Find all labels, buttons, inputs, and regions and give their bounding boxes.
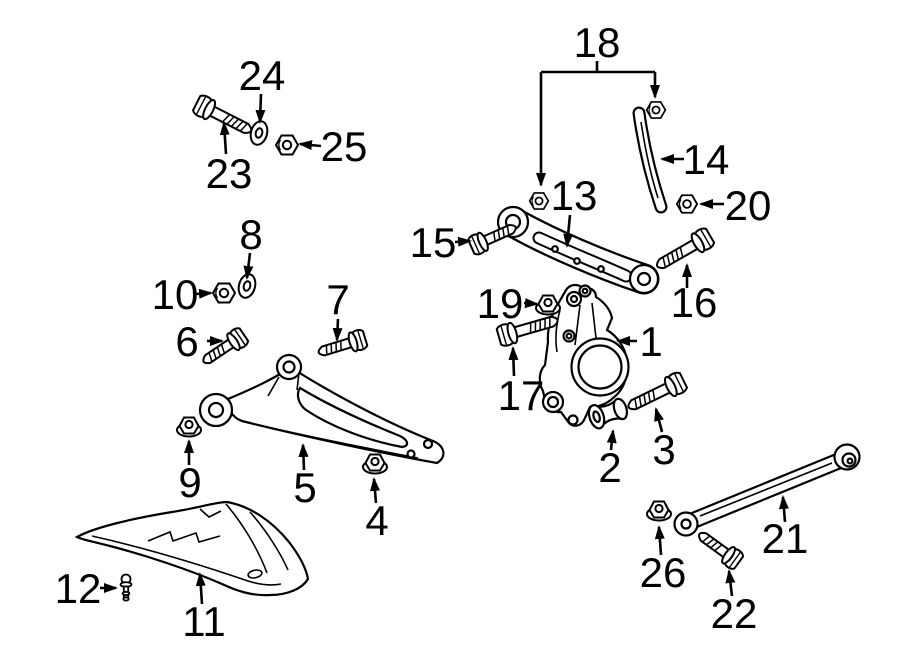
arrow-11	[195, 572, 206, 605]
callout-14: 14	[683, 136, 730, 183]
arrow-5	[298, 443, 309, 471]
arrow-2	[606, 429, 617, 451]
arrow-23	[219, 121, 230, 155]
callout-10: 10	[152, 271, 199, 318]
part-25-nut	[275, 134, 299, 156]
callout-6: 6	[175, 318, 198, 365]
callout-1: 1	[639, 318, 662, 365]
part-2-bushing	[587, 397, 629, 430]
part-18-nut-left	[528, 192, 550, 210]
arrow-3	[654, 407, 664, 433]
arrow-25	[298, 140, 322, 151]
arrow-17	[508, 346, 519, 377]
bracket-18	[541, 61, 655, 74]
arrow-22	[725, 569, 736, 597]
callout-arrows	[100, 61, 789, 605]
callout-5: 5	[293, 464, 316, 511]
arrow-4	[370, 477, 380, 504]
part-10-nut	[212, 282, 236, 304]
callout-18: 18	[574, 19, 621, 66]
callout-19: 19	[477, 280, 524, 327]
callout-26: 26	[640, 549, 687, 596]
part-12-clip-screw	[119, 573, 133, 602]
part-21-lateral-rod	[673, 443, 861, 537]
part-14-curved-strip	[632, 106, 668, 214]
part-20-nut	[675, 194, 699, 214]
arrow-7	[332, 318, 343, 342]
part-11-splash-shield	[74, 500, 310, 597]
callout-12: 12	[55, 565, 102, 612]
arrow-13	[563, 214, 574, 248]
part-9-nut	[176, 416, 202, 438]
callout-8: 8	[239, 211, 262, 258]
part-1-knuckle	[538, 283, 630, 427]
part-24-washer	[247, 118, 271, 148]
part-16-bolt	[650, 225, 717, 277]
callout-15: 15	[410, 219, 457, 266]
callout-11: 11	[182, 598, 226, 645]
callout-16: 16	[671, 279, 718, 326]
callout-3: 3	[652, 426, 675, 473]
part-7-bolt	[314, 327, 370, 364]
callout-24: 24	[239, 52, 286, 99]
callout-7: 7	[326, 276, 349, 323]
part-22-bolt	[692, 524, 746, 572]
part-4-nut	[362, 453, 388, 475]
callout-17: 17	[498, 372, 545, 419]
part-19-lock-nut	[535, 294, 561, 316]
arrow-10	[195, 288, 213, 299]
part-26-nut	[646, 500, 672, 522]
arrow-19	[523, 298, 539, 309]
part-6-bolt	[197, 325, 251, 372]
callout-4: 4	[365, 497, 388, 544]
callout-13: 13	[551, 172, 598, 219]
callout-9: 9	[178, 459, 201, 506]
arrow-21	[778, 495, 789, 523]
callout-25: 25	[321, 123, 368, 170]
arrow-26	[654, 525, 665, 556]
callout-22: 22	[711, 590, 758, 637]
callout-23: 23	[206, 150, 253, 197]
arrow-24	[255, 93, 266, 124]
arrow-8	[243, 252, 254, 280]
part-5-lower-control-arm	[198, 353, 445, 465]
callout-21: 21	[762, 515, 809, 562]
callout-20: 20	[725, 182, 772, 229]
arrow-15	[454, 236, 472, 247]
part-18-nut-right	[645, 101, 667, 119]
callout-2: 2	[598, 444, 621, 491]
